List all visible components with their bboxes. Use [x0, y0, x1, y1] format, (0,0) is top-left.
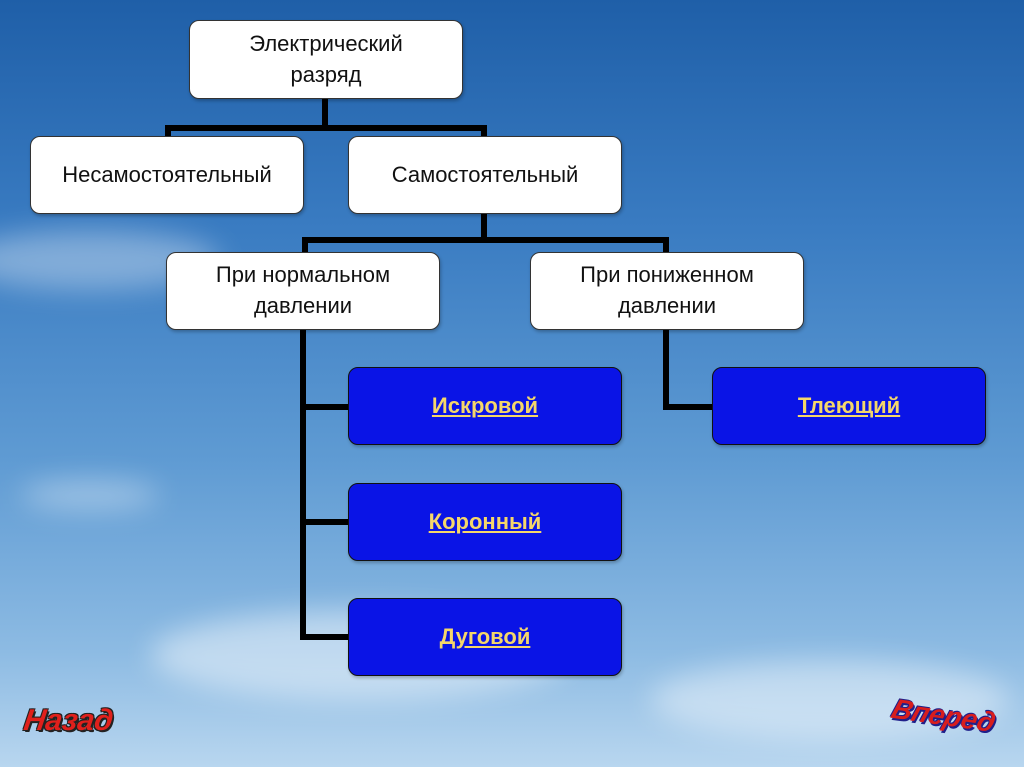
node-non-self-sustained: Несамостоятельный — [30, 136, 304, 214]
root-node: Электрический разряд — [189, 20, 463, 99]
node-normal-pressure: При нормальном давлении — [166, 252, 440, 330]
node-self-sustained: Самостоятельный — [348, 136, 622, 214]
back-button[interactable]: Назад — [22, 704, 116, 738]
link-corona-discharge[interactable]: Коронный — [348, 483, 622, 561]
node-low-pressure: При пониженном давлении — [530, 252, 804, 330]
link-spark-discharge[interactable]: Искровой — [348, 367, 622, 445]
link-arc-discharge[interactable]: Дуговой — [348, 598, 622, 676]
link-glow-discharge[interactable]: Тлеющий — [712, 367, 986, 445]
